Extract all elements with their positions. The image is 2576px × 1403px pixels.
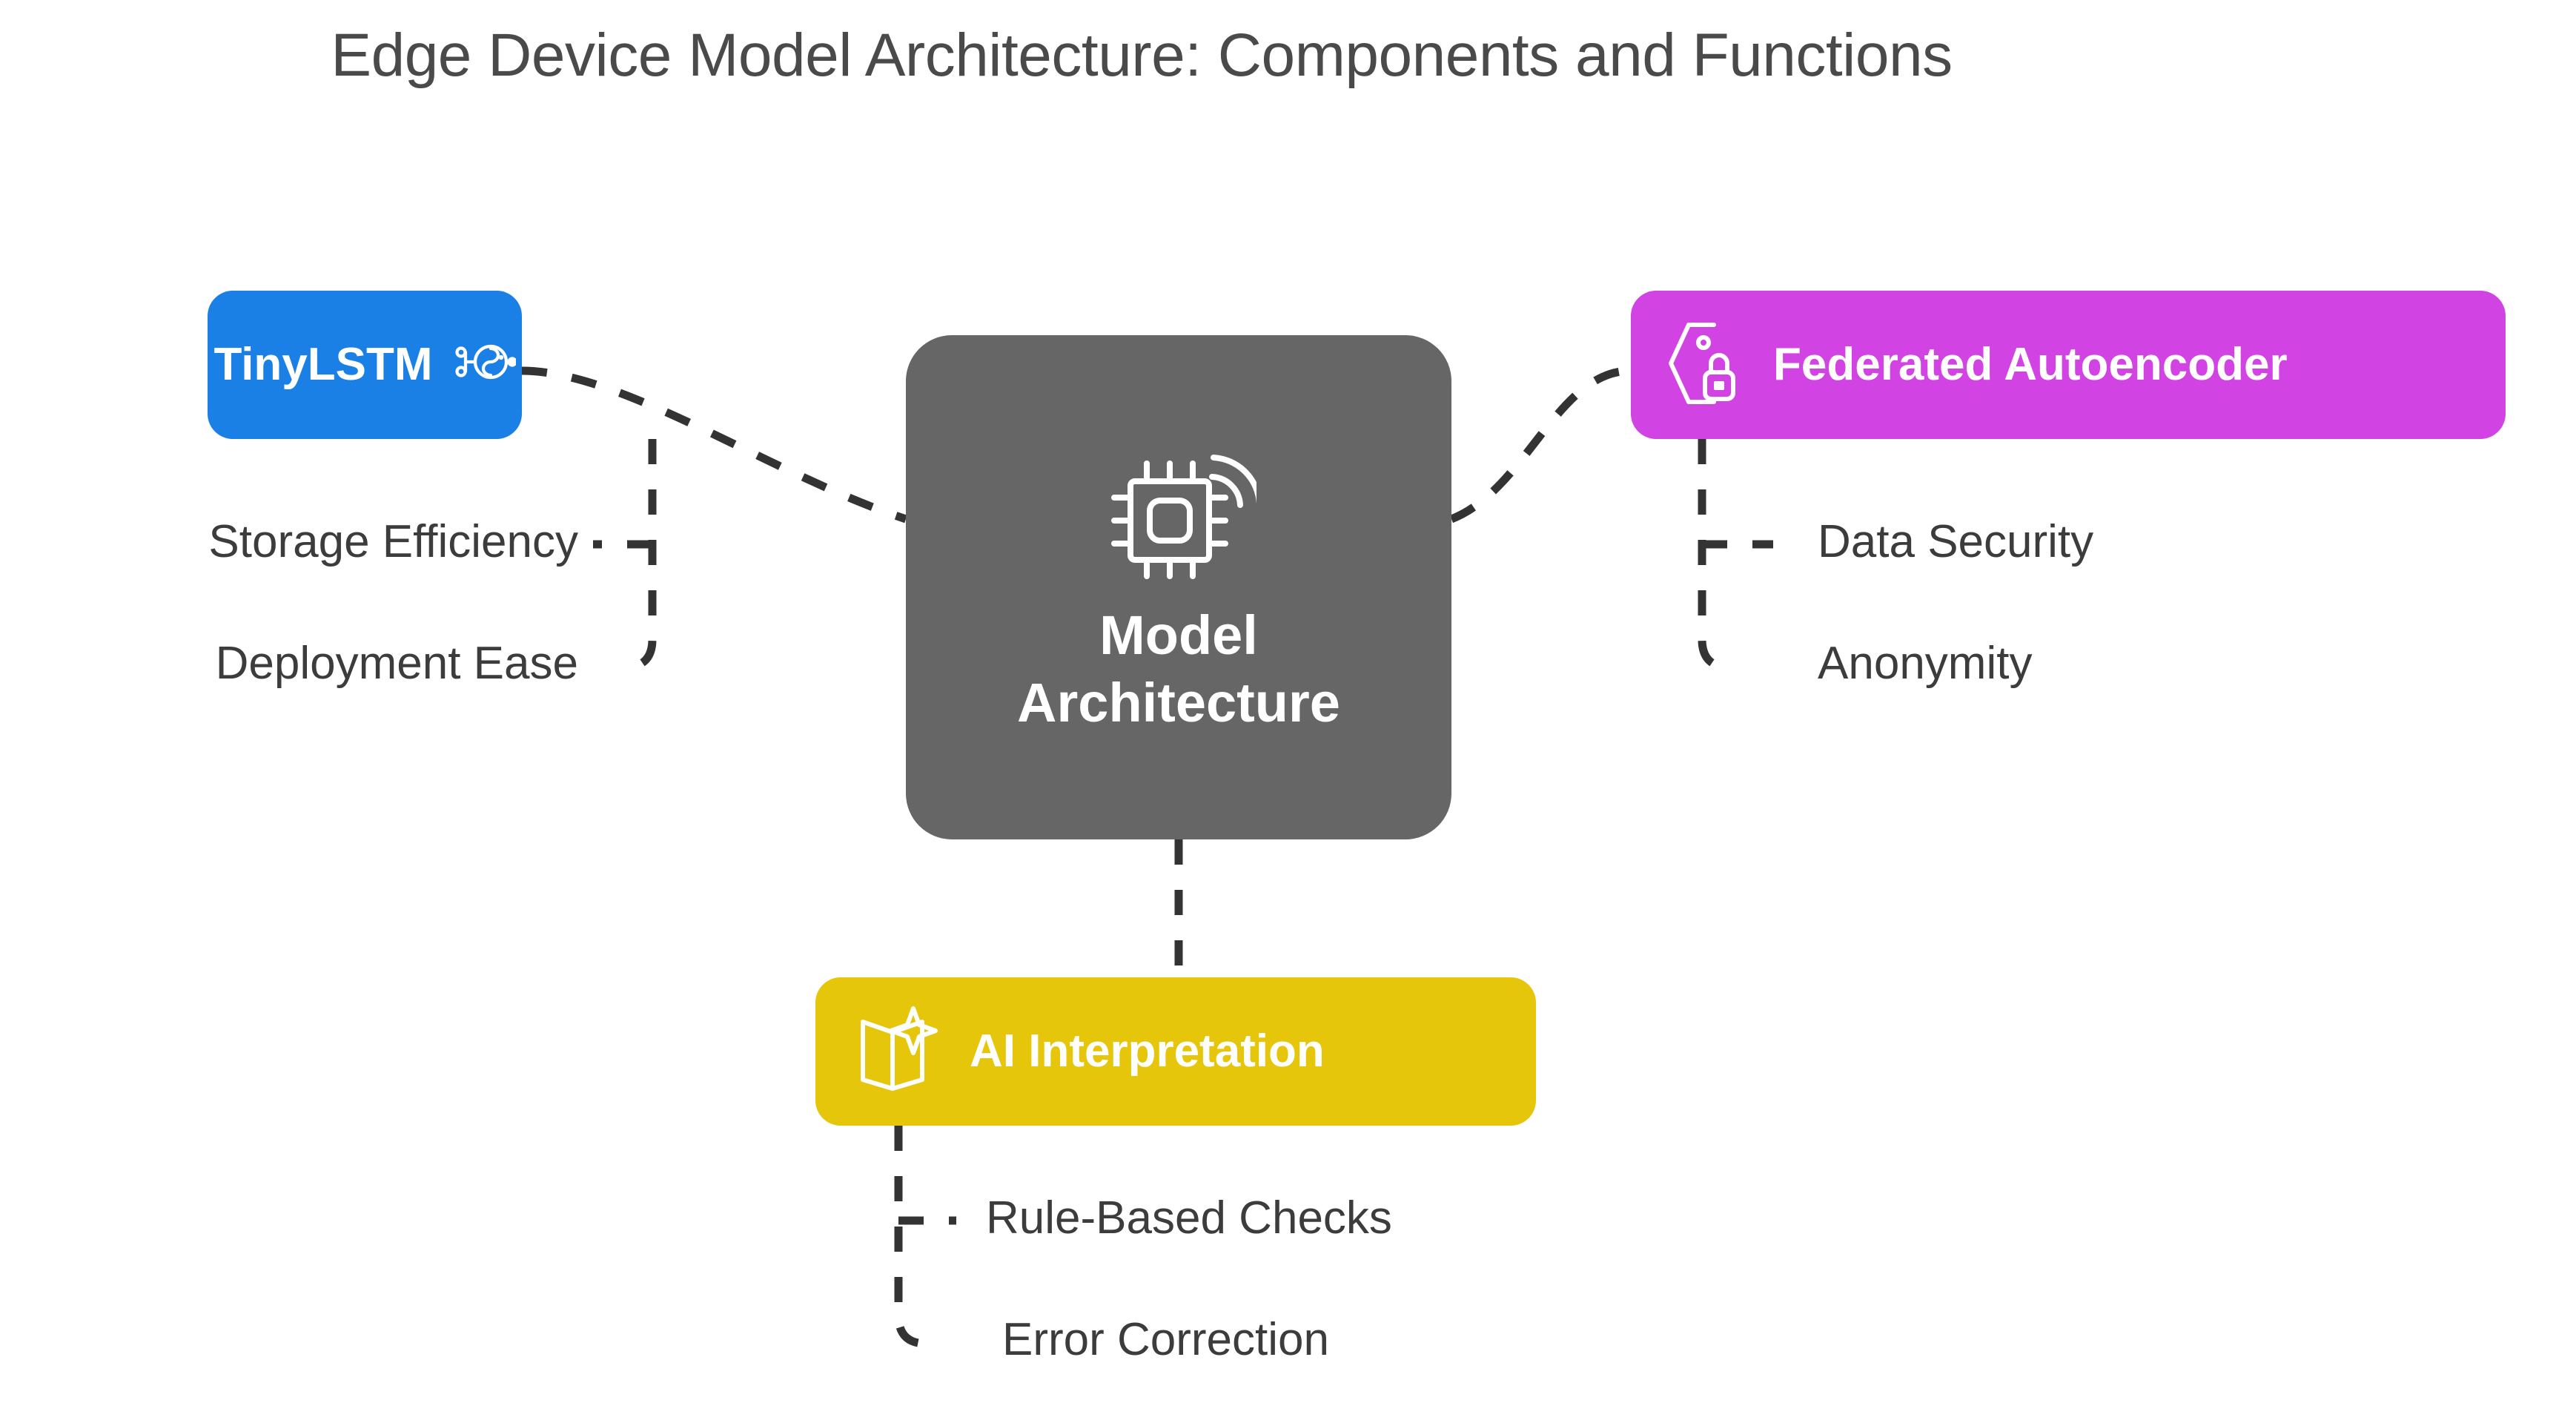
neural-network-icon — [452, 340, 517, 391]
leaf-error-correction: Error Correction — [1002, 1314, 1329, 1365]
link-federated-trunk — [1698, 439, 1731, 672]
leaf-storage-efficiency: Storage Efficiency — [208, 516, 578, 567]
tag-lock-icon — [1666, 317, 1748, 413]
node-model-architecture[interactable]: Model Architecture — [906, 335, 1451, 839]
node-tinylstm-label: TinyLSTM — [213, 339, 433, 391]
open-book-sparkle-icon — [855, 1006, 943, 1098]
node-model-architecture-label: Model Architecture — [1017, 604, 1340, 733]
leaf-rule-based-checks: Rule-Based Checks — [986, 1192, 1392, 1244]
leaf-data-security: Data Security — [1818, 516, 2094, 567]
node-federated-autoencoder-label: Federated Autoencoder — [1773, 339, 2288, 391]
page-title: Edge Device Model Architecture: Componen… — [331, 22, 1953, 89]
link-ai-trunk — [894, 1126, 927, 1348]
node-tinylstm[interactable]: TinyLSTM — [208, 291, 522, 439]
link-center-to-federated — [1449, 366, 1632, 524]
node-federated-autoencoder[interactable]: Federated Autoencoder — [1631, 291, 2506, 439]
node-ai-interpretation-label: AI Interpretation — [970, 1026, 1325, 1077]
leaf-deployment-ease: Deployment Ease — [215, 638, 578, 689]
link-tinylstm-to-center — [521, 366, 907, 524]
link-tinylstm-trunk — [623, 439, 657, 672]
leaf-anonymity: Anonymity — [1818, 638, 2033, 689]
node-ai-interpretation[interactable]: AI Interpretation — [815, 977, 1536, 1126]
cpu-chip-wireless-icon — [1101, 438, 1262, 583]
